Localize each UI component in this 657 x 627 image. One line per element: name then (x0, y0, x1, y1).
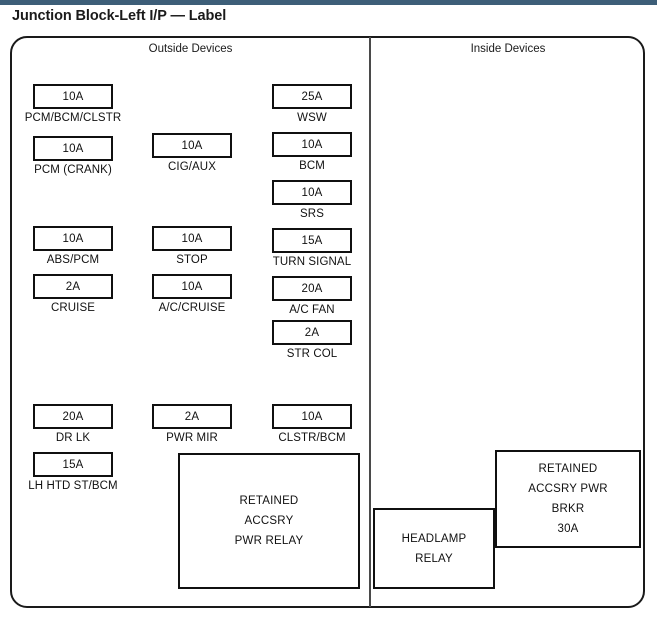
fuse-str-col[interactable]: 2A STR COL (272, 320, 352, 362)
fuse-rating: 10A (272, 180, 352, 205)
brkr-label-line-2: ACCSRY PWR (528, 483, 608, 495)
fuse-label: WSW (297, 112, 327, 124)
fuse-rating: 10A (33, 84, 113, 109)
fuse-ac-fan[interactable]: 20A A/C FAN (272, 276, 352, 318)
fuse-rating: 25A (272, 84, 352, 109)
page-title: Junction Block-Left I/P — Label (12, 8, 227, 24)
section-divider (369, 37, 371, 607)
fuse-rating: 10A (272, 132, 352, 157)
fuse-label: STOP (176, 254, 208, 266)
section-heading-inside-devices: Inside Devices (470, 43, 546, 55)
brkr-label-line-3: BRKR (551, 503, 585, 515)
fuse-label: A/C FAN (289, 304, 335, 316)
relay-label-line-1: HEADLAMP (401, 532, 467, 545)
fuse-turn-signal[interactable]: 15A TURN SIGNAL (272, 228, 352, 270)
fuse-pcm-bcm-clstr[interactable]: 10A PCM/BCM/CLSTR (25, 84, 121, 126)
fuse-label: LH HTD ST/BCM (28, 480, 118, 492)
fuse-label: DR LK (55, 432, 91, 444)
headlamp-relay-box[interactable]: HEADLAMP RELAY (373, 508, 495, 589)
fuse-rating: 2A (152, 404, 232, 429)
relay-label-line-2: ACCSRY (244, 515, 294, 527)
fuse-rating: 15A (33, 452, 113, 477)
brkr-rating: 30A (557, 523, 579, 535)
fuse-dr-lk[interactable]: 20A DR LK (33, 404, 113, 446)
fuse-label: TURN SIGNAL (272, 256, 352, 268)
fuse-lh-htd-st-bcm[interactable]: 15A LH HTD ST/BCM (28, 452, 118, 494)
fuse-rating: 20A (272, 276, 352, 301)
fuse-rating: 2A (33, 274, 113, 299)
fuse-label: PCM/BCM/CLSTR (24, 112, 122, 124)
fuse-label: STR COL (286, 348, 338, 360)
fuse-rating: 10A (33, 226, 113, 251)
fuse-pwr-mir[interactable]: 2A PWR MIR (152, 404, 232, 446)
fuse-rating: 10A (33, 136, 113, 161)
fuse-label: CIG/AUX (168, 161, 216, 173)
fuse-label: PWR MIR (166, 432, 218, 444)
fuse-cig-aux[interactable]: 10A CIG/AUX (152, 133, 232, 175)
brkr-label-line-1: RETAINED (538, 463, 598, 475)
fuse-clstr-bcm[interactable]: 10A CLSTR/BCM (272, 404, 352, 446)
top-accent-bar (0, 0, 657, 5)
fuse-rating: 20A (33, 404, 113, 429)
fuse-rating: 2A (272, 320, 352, 345)
retained-accsry-pwr-brkr-box[interactable]: RETAINED ACCSRY PWR BRKR 30A (495, 450, 641, 548)
fuse-rating: 15A (272, 228, 352, 253)
fuse-label: ABS/PCM (46, 254, 100, 266)
fuse-abs-pcm[interactable]: 10A ABS/PCM (33, 226, 113, 268)
fuse-label: CRUISE (50, 302, 96, 314)
retained-accsry-pwr-relay-box[interactable]: RETAINED ACCSRY PWR RELAY (178, 453, 360, 589)
fuse-pcm-crank[interactable]: 10A PCM (CRANK) (33, 136, 113, 178)
fuse-rating: 10A (152, 226, 232, 251)
fuse-rating: 10A (272, 404, 352, 429)
relay-label-line-3: PWR RELAY (234, 535, 304, 547)
fuse-rating: 10A (152, 274, 232, 299)
fuse-rating: 10A (152, 133, 232, 158)
fuse-stop[interactable]: 10A STOP (152, 226, 232, 268)
fuse-wsw[interactable]: 25A WSW (272, 84, 352, 126)
fuse-ac-cruise[interactable]: 10A A/C/CRUISE (152, 274, 232, 316)
fuse-label: BCM (299, 160, 325, 172)
relay-label-line-2: RELAY (415, 552, 453, 565)
fuse-srs[interactable]: 10A SRS (272, 180, 352, 222)
fuse-label: CLSTR/BCM (278, 432, 346, 444)
fuse-label: A/C/CRUISE (158, 302, 226, 314)
fuse-label: SRS (300, 208, 324, 220)
relay-label-line-1: RETAINED (239, 495, 299, 507)
fuse-bcm[interactable]: 10A BCM (272, 132, 352, 174)
fuse-label: PCM (CRANK) (34, 164, 112, 176)
section-heading-outside-devices: Outside Devices (148, 43, 233, 55)
fuse-cruise[interactable]: 2A CRUISE (33, 274, 113, 316)
